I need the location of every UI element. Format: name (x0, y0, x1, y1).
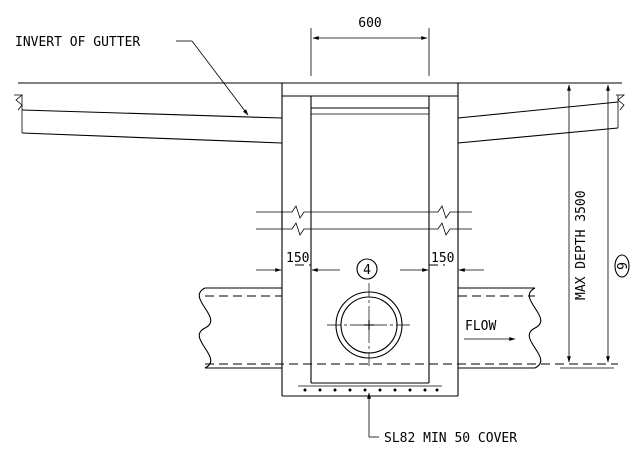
road-surface (14, 82, 626, 144)
wall-break-lines (256, 205, 472, 236)
flow-label: FLOW (465, 319, 496, 334)
pipe-opening (327, 283, 411, 367)
width-dimension-label: 600 (358, 16, 381, 31)
max-depth-dimension: MAX DEPTH 3500 (567, 84, 589, 363)
dimension-9: 9 (560, 84, 631, 369)
pipe (198, 264, 618, 369)
flow-indicator: FLOW (464, 319, 516, 341)
pit-walls (281, 83, 459, 397)
break-symbol-left (14, 94, 24, 111)
pipe-break-left (198, 287, 212, 369)
dimension-600: 600 (310, 16, 430, 76)
invert-of-gutter-label: INVERT OF GUTTER (15, 35, 140, 50)
callout-4-label: 4 (363, 263, 371, 278)
slab-note-label: SL82 MIN 50 COVER (384, 431, 517, 446)
wall-thickness-right: 150 (431, 251, 454, 266)
callout-9-label: 9 (616, 262, 631, 270)
base-slab-reinforcement (298, 385, 442, 392)
invert-of-gutter-callout: INVERT OF GUTTER (15, 35, 249, 116)
max-depth-label: MAX DEPTH 3500 (574, 190, 589, 300)
wall-thickness-dimensions: 150 150 (256, 251, 484, 272)
wall-thickness-left: 150 (286, 251, 309, 266)
pipe-break-right (528, 287, 542, 369)
callout-4: 4 (356, 258, 378, 280)
slab-note-callout: SL82 MIN 50 COVER (367, 392, 517, 446)
